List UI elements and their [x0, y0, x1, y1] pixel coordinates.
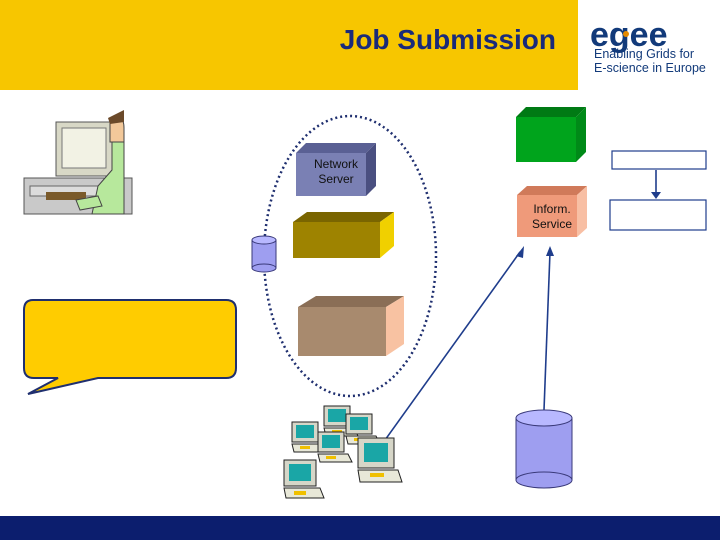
- network-server-label-line2: Server: [318, 172, 354, 186]
- brown-box: [298, 296, 404, 356]
- workload-management-ellipse: [262, 114, 438, 398]
- network-server-label-line1: Network: [313, 157, 358, 171]
- arrow-up-icon: [546, 246, 554, 256]
- speech-callout: [23, 299, 237, 395]
- database-icon: [515, 409, 573, 489]
- footer-band: [0, 516, 720, 540]
- network-server-box: [296, 143, 376, 196]
- olive-box: [293, 212, 394, 258]
- network-server-label: Network Server: [296, 157, 376, 187]
- green-box: [516, 107, 586, 162]
- page-title: Job Submission: [339, 24, 556, 55]
- egee-logo: egee: [590, 16, 668, 54]
- arrow-down-icon: [651, 192, 661, 199]
- user-at-computer-icon: [23, 110, 133, 215]
- small-database-icon: [251, 235, 277, 273]
- inform-service-box: [517, 186, 587, 237]
- cluster-to-service-line: [379, 251, 521, 448]
- inform-service-label-line1: Inform.: [533, 202, 571, 216]
- computer-cluster-icon: [283, 405, 403, 499]
- top-right-box: [611, 150, 707, 170]
- header-band: [0, 0, 578, 90]
- logo-tagline-line2: E-science in Europe: [594, 61, 706, 75]
- logo-dot-icon: [623, 31, 629, 37]
- bottom-right-box: [609, 199, 707, 231]
- logo-tagline-line1: Enabling Grids for: [594, 47, 695, 61]
- arrow-up-icon: [516, 246, 524, 258]
- inform-service-label: Inform. Service: [515, 202, 589, 232]
- logo-tagline: Enabling Grids for E-science in Europe: [594, 47, 706, 75]
- database-to-service-line: [543, 251, 551, 411]
- inform-service-label-line2: Service: [531, 217, 572, 231]
